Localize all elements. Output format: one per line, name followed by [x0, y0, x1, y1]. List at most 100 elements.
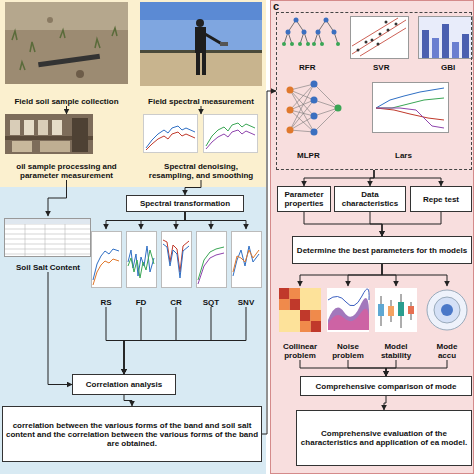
flow-arrow	[185, 212, 246, 229]
transform-chart	[128, 250, 154, 278]
accuracy-image	[441, 304, 453, 316]
random-forest-icon	[302, 30, 307, 35]
node-text: Comprehensive comparison of mode	[316, 382, 457, 391]
image-node: Noise problem	[326, 286, 370, 360]
image-node: SNV	[231, 229, 261, 307]
node-text: SNV	[232, 298, 260, 307]
lab-photo	[10, 120, 20, 135]
svr-icon	[377, 43, 380, 46]
panel-backgrounds	[0, 187, 266, 474]
model-label: RFR	[299, 63, 315, 72]
transform-chart	[92, 232, 122, 288]
heatmap-image	[290, 299, 301, 310]
transform-chart	[198, 247, 224, 280]
model-label: SVR	[373, 63, 389, 72]
panel-backgrounds	[0, 0, 266, 187]
lars-icon	[376, 98, 444, 108]
transform-chart	[232, 232, 262, 288]
random-forest-icon	[320, 42, 324, 46]
node-text: RS	[94, 298, 117, 307]
boosting-icon	[419, 17, 473, 59]
heatmap-image	[279, 288, 321, 332]
process-box: correlation between the various forms of…	[2, 406, 262, 462]
flow-arrow	[124, 395, 132, 406]
lab-photo	[5, 114, 93, 154]
random-forest-icon	[316, 30, 321, 35]
noise-curves-image	[328, 309, 369, 330]
svr-icon	[371, 39, 374, 42]
mlp-icon	[311, 129, 318, 136]
transform-chart	[233, 250, 259, 272]
svr-icon	[387, 29, 390, 32]
random-forest-icon	[332, 30, 337, 35]
heatmap-image	[279, 288, 290, 299]
image-node: CR	[161, 229, 191, 307]
model-label: Lars	[395, 151, 412, 160]
spectral-curves	[144, 115, 258, 153]
mlp-icon	[287, 127, 294, 134]
node-text: SQT	[197, 298, 225, 307]
node-text: oil sample processing and parameter meas…	[5, 162, 128, 180]
node-text: Collinear problem	[277, 342, 323, 360]
node-text: Determine the best parameters for th mod…	[297, 246, 467, 255]
flow-arrow	[262, 91, 276, 434]
random-forest-icon	[290, 42, 294, 46]
lars-icon	[376, 88, 444, 108]
lars-icon	[376, 108, 444, 128]
soil-photo	[5, 2, 128, 84]
data-table	[5, 219, 91, 257]
flow-arrow	[370, 170, 374, 186]
image-node: SQT	[196, 229, 226, 307]
transform-chart	[197, 232, 227, 288]
flow-arrow	[185, 180, 201, 195]
boxplot-image	[378, 304, 384, 316]
node-text: correlation between the various forms of…	[5, 421, 259, 448]
mlp-icon	[311, 81, 318, 88]
boxplot-image	[398, 302, 404, 316]
transform-chart	[127, 232, 157, 288]
mlp-icon	[287, 87, 294, 94]
node-text: Soil Salt Content	[10, 263, 86, 272]
flow-arrow	[106, 307, 124, 374]
flow-arrow	[374, 170, 441, 186]
process-box: Comprehensive comparison of mode	[300, 376, 472, 396]
random-forest-icon	[284, 20, 338, 44]
spectral-curves	[144, 115, 198, 153]
flow-arrow	[348, 360, 386, 376]
transform-chart	[163, 240, 189, 272]
lab-photo	[38, 120, 48, 135]
panel-backgrounds	[271, 1, 474, 474]
node-text: Model stability	[374, 342, 418, 360]
svr-icon	[357, 49, 360, 52]
process-box: Determine the best parameters for th mod…	[292, 236, 472, 264]
transform-chart	[233, 246, 259, 276]
mlp-icon	[311, 113, 318, 120]
lars-icon	[376, 108, 444, 120]
accuracy-image	[434, 297, 460, 323]
accuracy-image	[427, 290, 467, 330]
soil-photo	[47, 17, 53, 23]
random-forest-icon	[294, 18, 299, 23]
random-forest-icon	[286, 30, 291, 35]
node-text: CR	[164, 298, 188, 307]
noise-curves-image	[328, 298, 369, 330]
flow-arrow	[141, 212, 185, 229]
random-forest-icon	[324, 18, 329, 23]
random-forest-icon	[312, 42, 316, 46]
soil-photo	[76, 70, 84, 78]
boxplot-image	[375, 288, 417, 332]
random-forest-icon	[282, 42, 286, 46]
flow-arrow	[176, 212, 185, 229]
flow-arrow	[304, 170, 374, 186]
random-forest-icon	[336, 42, 340, 46]
svr-icon	[385, 21, 388, 24]
transform-chart	[162, 232, 192, 288]
boosting-icon	[452, 42, 459, 58]
image-node: Spectral denoising, resampling, and smoo…	[140, 114, 262, 180]
process-box: Parameter properties	[277, 186, 331, 212]
data-table	[5, 219, 91, 257]
data-table	[5, 219, 90, 224]
